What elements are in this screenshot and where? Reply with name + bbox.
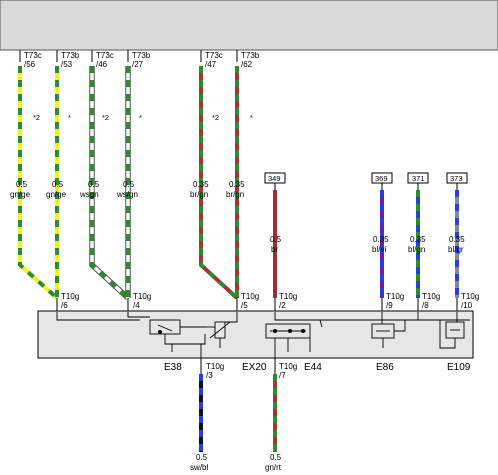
top-wire-2: T73b /53 * 0.5 gn/ge	[46, 50, 80, 298]
note-marker: *2	[102, 113, 109, 122]
top-wire-5: T73c /47 *2 0.35 br/gn	[190, 50, 239, 312]
wire-stripe	[90, 66, 130, 300]
module-conn-label: T10g	[61, 292, 79, 301]
ref-number: 369	[375, 174, 388, 183]
wire-size: 0.5	[52, 180, 64, 189]
pin-label: /56	[24, 60, 36, 69]
wire-color: br/gn	[226, 190, 244, 199]
note-marker: *2	[33, 113, 40, 122]
wire-size: 0.35	[410, 235, 426, 244]
top-frame	[0, 0, 498, 51]
ref-number: 349	[268, 174, 281, 183]
component-ex20: EX20	[242, 362, 267, 373]
pin-label: /10	[461, 301, 473, 310]
wire-stripe	[199, 66, 239, 300]
module-conn-label: T10g	[241, 292, 259, 301]
top-wire-6: T73b /62 * 0.35 br/gn	[226, 50, 260, 298]
conn-label: T10g	[386, 292, 404, 301]
top-wire-1: T73c /56 *2 0.5 gn/ge	[10, 50, 59, 312]
wire-color: ws/gn	[116, 190, 138, 199]
conn-label: T73b	[241, 51, 260, 60]
wire-size: 0.5	[270, 453, 282, 462]
wire-size: 0.5	[88, 180, 100, 189]
wire-size: 0.5	[16, 180, 28, 189]
ref-wire-349: 349 0.5 br T10g /2	[264, 172, 297, 312]
conn-label: T73c	[205, 51, 223, 60]
wire-color: br/gn	[190, 190, 208, 199]
control-module	[37, 310, 474, 359]
note-marker: *	[250, 113, 253, 122]
conn-label: T10g	[279, 292, 297, 301]
wire-color: bl/gr	[448, 245, 464, 254]
wire-color: gn/rt	[265, 463, 282, 472]
ref-wire-369: 369 0.35 bl/vi T10g /9	[371, 172, 404, 312]
component-e109: E109	[447, 362, 471, 373]
ref-wire-371: 371 0.35 bl/gn T10g /8	[407, 172, 440, 312]
wire-color: gn/ge	[10, 190, 31, 199]
wire-size: 0.35	[449, 235, 465, 244]
conn-label: T73b	[132, 51, 151, 60]
module-pin-label: /6	[61, 301, 68, 310]
wire-size: 0.35	[373, 235, 389, 244]
wire-size: 0.5	[270, 235, 282, 244]
pin-label: /3	[206, 371, 213, 380]
pin-label: /46	[96, 60, 108, 69]
wire-size: 0.5	[196, 453, 208, 462]
wire-stripe	[18, 66, 59, 300]
module-pin-label: /5	[241, 301, 248, 310]
top-wire-4: T73b /27 * 0.5 ws/gn	[116, 50, 151, 298]
conn-label: T73b	[61, 51, 80, 60]
pin-label: /8	[422, 301, 429, 310]
ref-wire-373: 373 0.35 bl/gr T10g /10	[446, 172, 479, 312]
wire-color: br	[271, 245, 278, 254]
conn-label: T10g	[279, 362, 297, 371]
bottom-wire-2: T10g /7 0.5 gn/rt	[265, 358, 297, 472]
wire-color: bl/vi	[372, 245, 386, 254]
conn-label: T10g	[422, 292, 440, 301]
top-wire-3: T73c /46 *2 0.5 wsgn	[79, 50, 130, 312]
pin-label: /9	[386, 301, 393, 310]
conn-label: T10g	[461, 292, 479, 301]
svg-text:T73c: T73c	[24, 51, 42, 60]
wire-size: 0.5	[123, 180, 135, 189]
module-circuitry	[56, 312, 470, 358]
pin-label: /2	[279, 301, 286, 310]
wire-color: wsgn	[79, 190, 99, 199]
ref-number: 373	[450, 174, 463, 183]
wire-color: gn/ge	[46, 190, 67, 199]
bottom-wire-1: T10g /3 0.5 sw/bl	[190, 358, 224, 472]
pin-label: /53	[61, 60, 73, 69]
wire-size: 0.35	[229, 180, 245, 189]
ref-number: 371	[412, 174, 425, 183]
component-e86: E86	[376, 362, 394, 373]
pin-label: /47	[205, 60, 217, 69]
conn-label: T73c	[24, 51, 42, 60]
note-marker: *	[68, 113, 71, 122]
wire-color: bl/gn	[408, 245, 425, 254]
module-conn-label: T10g	[133, 292, 151, 301]
note-marker: *2	[212, 113, 219, 122]
module-pin-label: /4	[133, 301, 140, 310]
conn-label: T10g	[206, 362, 224, 371]
conn-label: T73c	[96, 51, 114, 60]
pin-label: /7	[279, 371, 286, 380]
pin-label: /62	[241, 60, 253, 69]
wire-size: 0.35	[193, 180, 209, 189]
component-e44: E44	[304, 362, 322, 373]
component-e38: E38	[164, 362, 182, 373]
note-marker: *	[139, 113, 142, 122]
wire-color: sw/bl	[190, 463, 208, 472]
pin-label: /27	[132, 60, 144, 69]
